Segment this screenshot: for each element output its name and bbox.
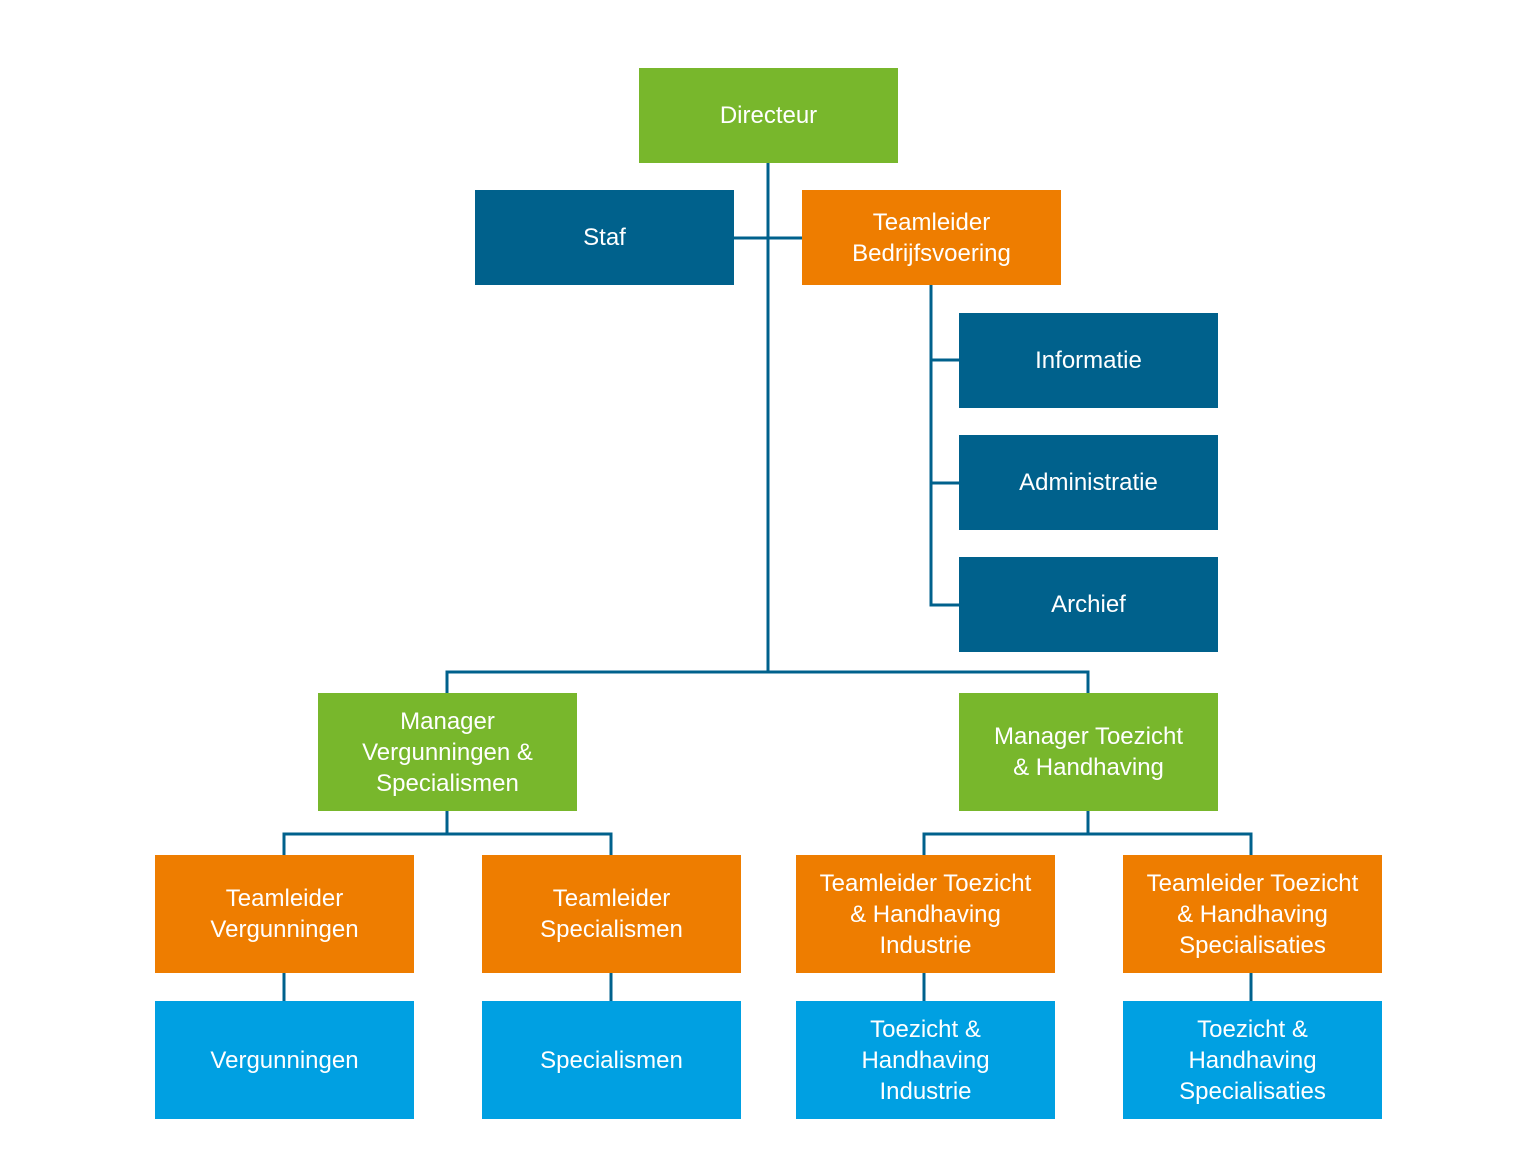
node-teamleider-toezicht-industrie: Teamleider Toezicht & Handhaving Industr…	[796, 855, 1055, 973]
node-manager-vergunningen: Manager Vergunningen & Specialismen	[318, 693, 577, 811]
node-vergunningen: Vergunningen	[155, 1001, 414, 1119]
connector-toezicht-split	[922, 811, 1253, 855]
node-manager-toezicht: Manager Toezicht & Handhaving	[959, 693, 1218, 811]
node-specialismen: Specialismen	[482, 1001, 741, 1119]
connector-teams	[282, 972, 1253, 1001]
node-teamleider-specialismen: Teamleider Specialismen	[482, 855, 741, 973]
node-informatie: Informatie	[959, 313, 1218, 408]
node-archief: Archief	[959, 557, 1218, 652]
connector-managers	[445, 670, 1090, 693]
node-administratie: Administratie	[959, 435, 1218, 530]
connector-vergunningen-split	[282, 811, 613, 855]
node-teamleider-vergunningen: Teamleider Vergunningen	[155, 855, 414, 973]
connector-bedrijfsvoering-trunk	[929, 285, 959, 607]
node-teamleider-bedrijfsvoering: Teamleider Bedrijfsvoering	[802, 190, 1061, 285]
node-staf: Staf	[475, 190, 734, 285]
node-toezicht-industrie: Toezicht & Handhaving Industrie	[796, 1001, 1055, 1119]
node-toezicht-specialisaties: Toezicht & Handhaving Specialisaties	[1123, 1001, 1382, 1119]
node-directeur: Directeur	[639, 68, 898, 163]
node-teamleider-toezicht-specialisaties: Teamleider Toezicht & Handhaving Special…	[1123, 855, 1382, 973]
